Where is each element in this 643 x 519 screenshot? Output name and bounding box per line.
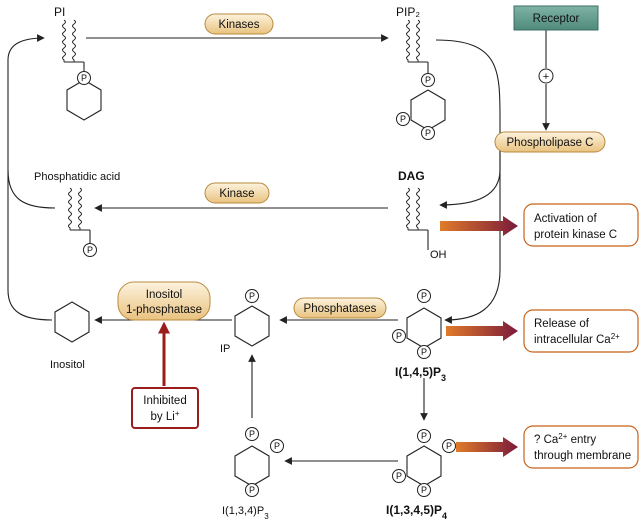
phosphate-label: P: [400, 114, 406, 124]
kinase-label: Kinase: [219, 188, 254, 200]
dag-label: DAG: [398, 169, 425, 183]
inositol-ring: [54, 301, 90, 343]
outcome-calcium-release-box: Release of intracellular Ca2+: [523, 309, 639, 353]
i1345p4-label: I(1,3,4,5)P4: [386, 503, 447, 519]
phosphate-label: P: [396, 331, 402, 341]
inhibited-line2: by Li+: [151, 409, 180, 424]
phosphatidic-acid-molecule: Phosphatidic acid P: [34, 171, 120, 257]
i1345p4-molecule: P P P P I(1,3,4,5)P4: [386, 429, 456, 519]
i134p3-molecule: P P P I(1,3,4)P3: [222, 427, 284, 519]
pkc-line2: protein kinase C: [534, 229, 617, 241]
outcome-calcium-entry-box: ? Ca2+ entry through membrane: [523, 425, 639, 469]
inositol-molecule: Inositol: [50, 301, 90, 371]
dag-molecule: DAG OH: [398, 169, 447, 261]
arrow-pip2-to-dag: [439, 150, 501, 209]
pip2-ring: [410, 89, 446, 131]
calcium-entry-line2: through membrane: [534, 450, 631, 462]
i134p3-ring: [234, 445, 270, 487]
plus-circle: +: [538, 68, 554, 84]
kinases-label: Kinases: [219, 19, 260, 31]
phosphate-label: P: [425, 128, 431, 138]
phosphate-label: P: [446, 441, 452, 451]
phosphate-label: P: [81, 73, 87, 83]
fat-arrow-calcium-entry: [456, 437, 518, 457]
pi-molecule: PI P: [54, 5, 102, 121]
fat-arrow-pkc: [440, 216, 518, 236]
arrow-pip2-to-ip3: [435, 39, 501, 324]
inositol-phosphatase-line2: 1-phosphatase: [126, 304, 202, 316]
arrow-inositol-to-pi: [7, 170, 53, 321]
phosphate-label: P: [421, 291, 427, 301]
outcome-arrows: [440, 216, 518, 457]
pip2-molecule: PIP₂ P P P: [396, 5, 446, 140]
i1345p4-ring: [406, 445, 442, 487]
phosphate-label: P: [421, 485, 427, 495]
phospholipase-c-label: Phospholipase C: [507, 137, 594, 149]
calcium-release-line1: Release of: [534, 318, 590, 330]
inositol-phosphatase-pill: Inositol 1-phosphatase: [117, 281, 211, 321]
inositol-label: Inositol: [50, 359, 85, 371]
phosphate-label: P: [396, 471, 402, 481]
phosphatidic-acid-label: Phosphatidic acid: [34, 171, 120, 183]
phosphate-label: P: [249, 429, 255, 439]
calcium-release-line2: intracellular Ca2+: [534, 332, 620, 347]
cycle-arrows: [7, 30, 550, 465]
phospholipase-c-pill: Phospholipase C: [494, 131, 606, 153]
phosphate-label: P: [421, 431, 427, 441]
ip-label: IP: [220, 343, 230, 355]
phosphate-label: P: [87, 245, 93, 255]
phosphate-label: P: [421, 347, 427, 357]
plus-sign: +: [543, 71, 549, 83]
i145p3-ring: [406, 307, 442, 349]
inositol-phosphatase-line1: Inositol: [146, 289, 182, 301]
oh-label: OH: [430, 249, 447, 261]
phosphate-label: P: [249, 291, 255, 301]
ip-ring: [234, 305, 270, 347]
phosphate-label: P: [274, 441, 280, 451]
pkc-line1: Activation of: [534, 213, 597, 225]
phosphate-label: P: [425, 75, 431, 85]
kinase-pill: Kinase: [204, 182, 270, 204]
receptor-box: Receptor: [513, 5, 599, 31]
i145p3-label: I(1,4,5)P3: [395, 365, 446, 383]
i145p3-molecule: P P P I(1,4,5)P3: [392, 289, 446, 383]
kinases-pill: Kinases: [204, 13, 274, 35]
fat-arrow-calcium-release: [446, 321, 518, 341]
pi-ring: [66, 79, 102, 121]
phosphate-label: P: [249, 485, 255, 495]
lithium-inhibition: Inhibited by Li+: [131, 321, 199, 429]
inhibited-line1: Inhibited: [143, 395, 186, 407]
phosphatases-pill: Phosphatases: [293, 297, 387, 319]
pi-label: PI: [54, 5, 65, 19]
i134p3-label: I(1,3,4)P3: [222, 505, 269, 519]
receptor-label: Receptor: [533, 13, 580, 25]
outcome-pkc-box: Activation of protein kinase C: [523, 203, 639, 247]
pip2-label: PIP₂: [396, 5, 420, 19]
calcium-entry-line1: ? Ca2+ entry: [534, 432, 596, 447]
ip-molecule: P IP: [220, 289, 270, 355]
phosphatases-label: Phosphatases: [304, 303, 377, 315]
